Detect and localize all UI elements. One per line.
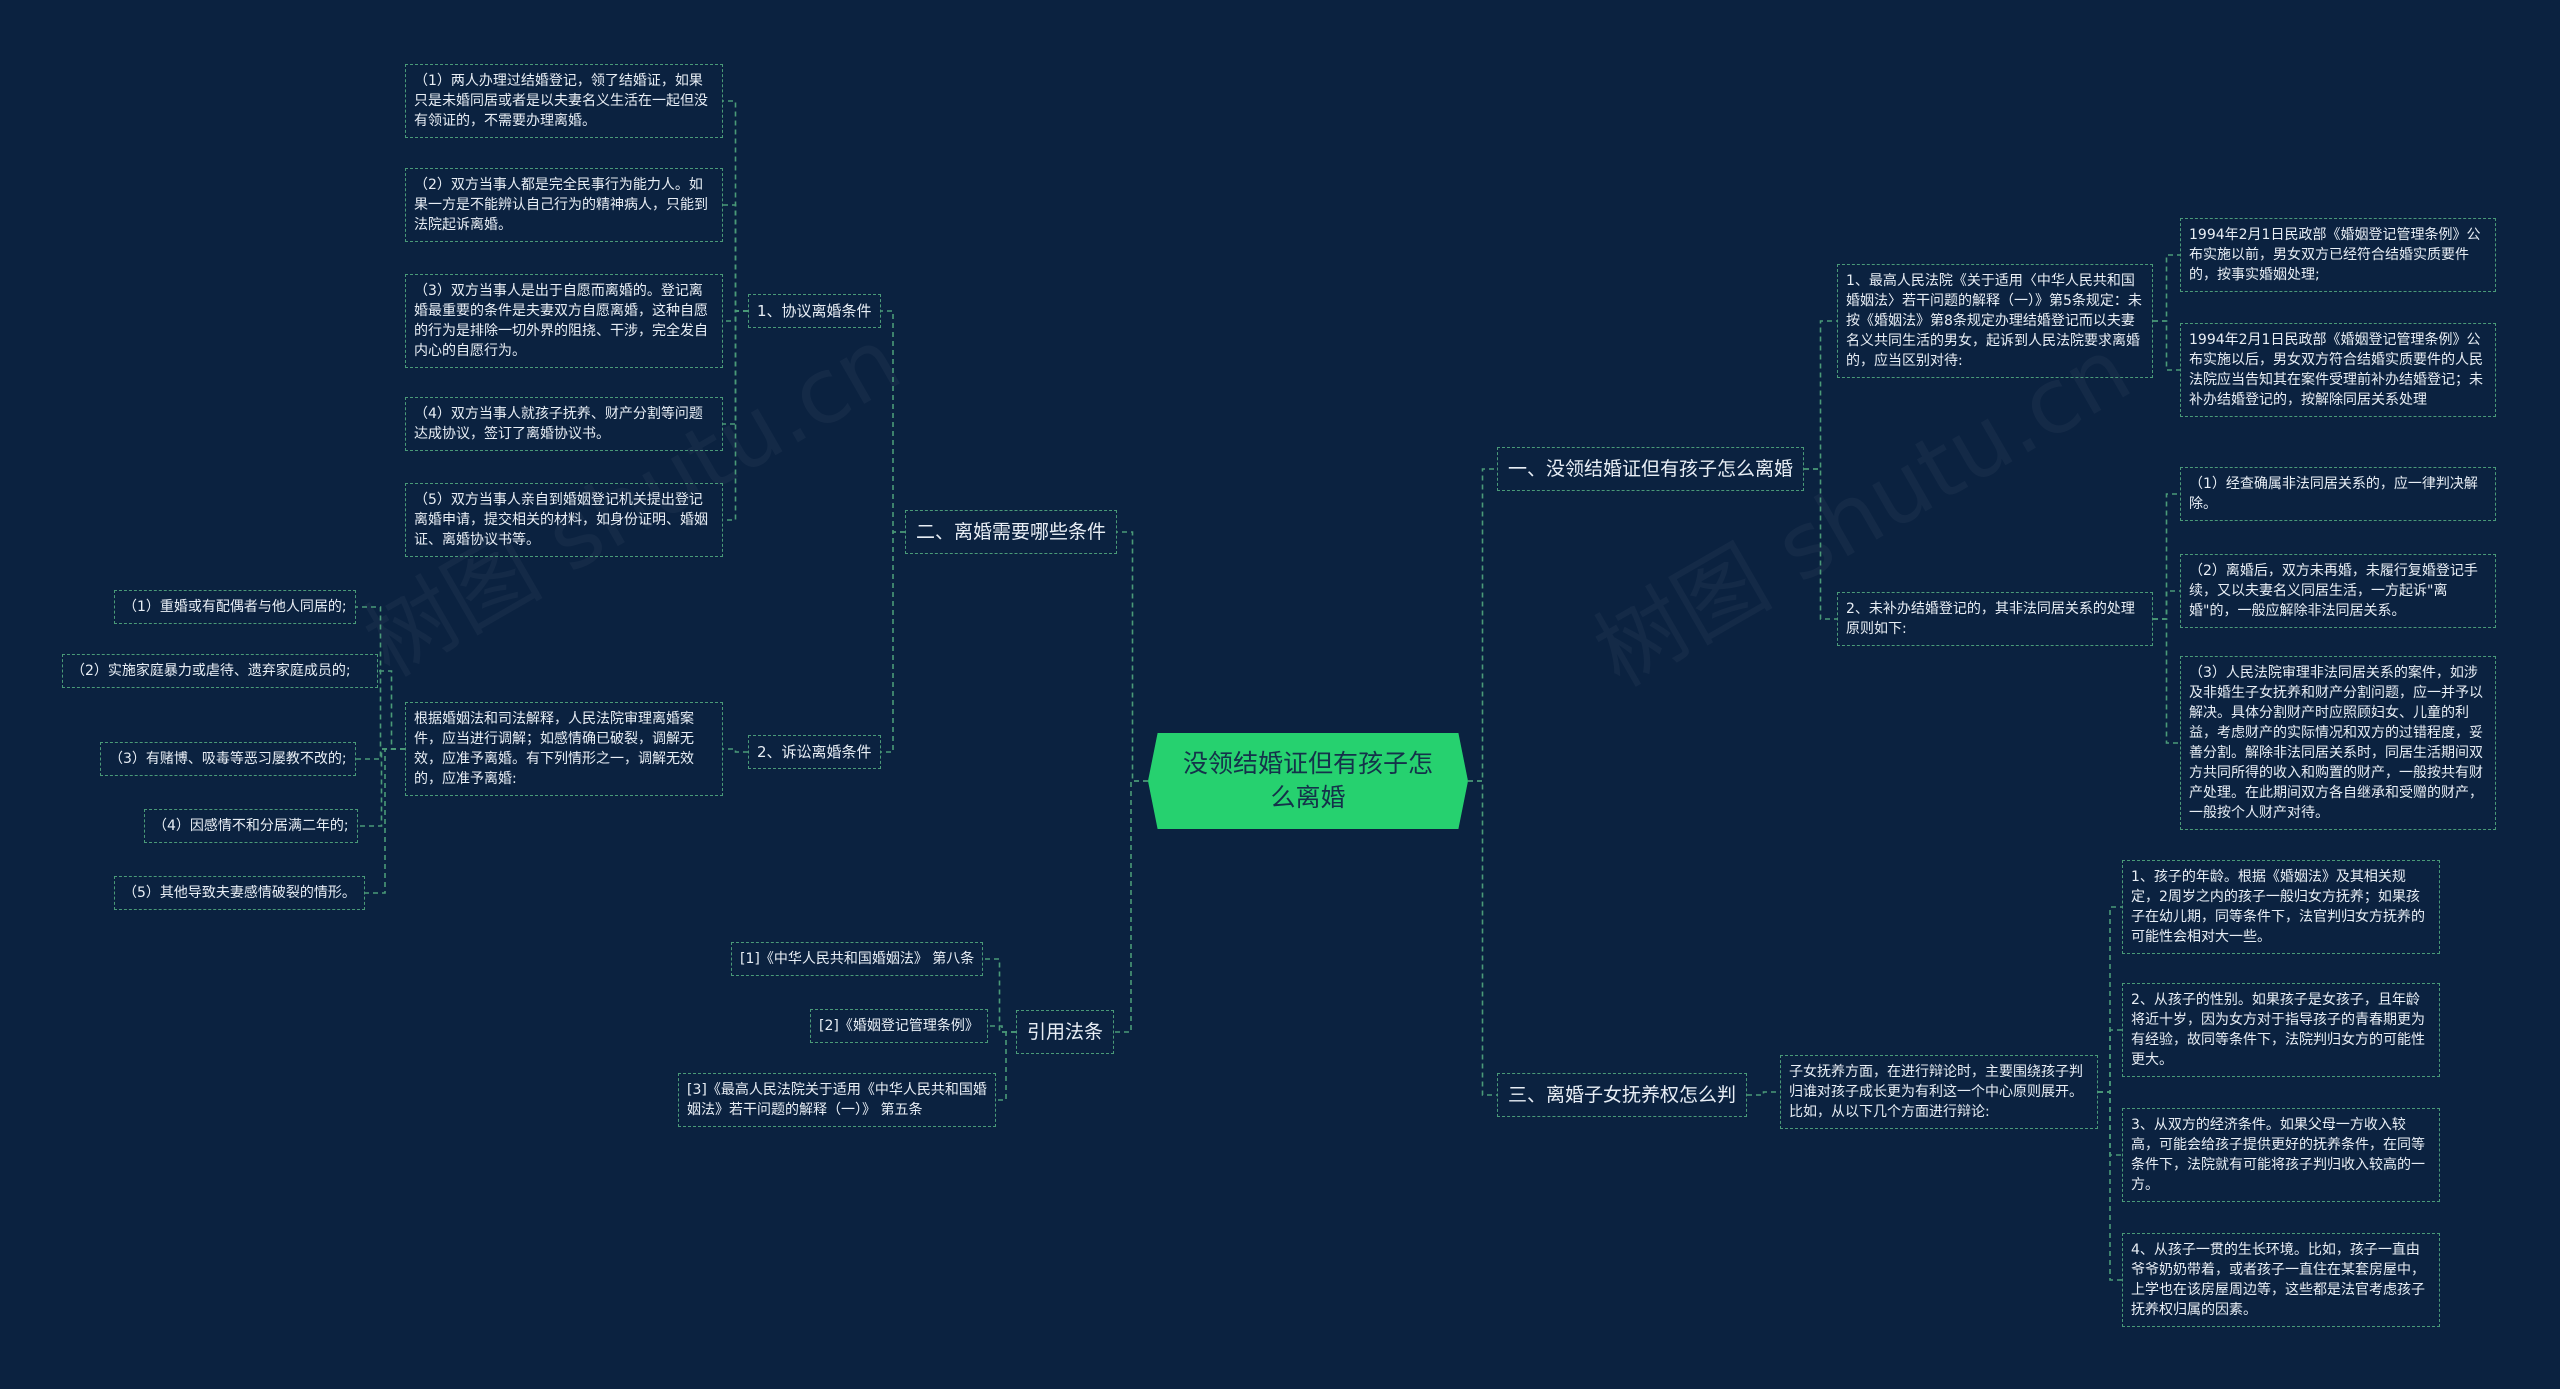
branch-how-to-divorce-without-certificate[interactable]: 一、没领结婚证但有孩子怎么离婚 xyxy=(1497,447,1805,491)
root-topic[interactable]: 没领结婚证但有孩子怎么离婚 xyxy=(1148,733,1468,829)
topic-before-1994[interactable]: 1994年2月1日民政部《婚姻登记管理条例》公布实施以前，男女双方已经符合结婚实… xyxy=(2180,218,2496,292)
branch-custody-judgment[interactable]: 三、离婚子女抚养权怎么判 xyxy=(1497,1073,1748,1117)
connector-line xyxy=(2153,618,2180,744)
connector-line xyxy=(881,310,905,533)
topic-situation-2[interactable]: （2）实施家庭暴力或虐待、遗弃家庭成员的; xyxy=(62,654,378,688)
connector-line xyxy=(1468,468,1497,782)
topic-after-1994[interactable]: 1994年2月1日民政部《婚姻登记管理条例》公布实施以后，男女双方符合结婚实质要… xyxy=(2180,323,2496,417)
branch-divorce-conditions[interactable]: 二、离婚需要哪些条件 xyxy=(905,510,1118,554)
topic-law-registration-regulation[interactable]: [2]《婚姻登记管理条例》 xyxy=(810,1009,988,1043)
topic-law-judicial-interpretation[interactable]: [3]《最高人民法院关于适用《中华人民共和国婚姻法》若干问题的解释（一）》 第五… xyxy=(678,1073,996,1127)
topic-child-age[interactable]: 1、孩子的年龄。根据《婚姻法》及其相关规定，2周岁之内的孩子一般归女方抚养；如果… xyxy=(2122,860,2440,954)
connector-line xyxy=(356,748,405,760)
connector-line xyxy=(2098,1029,2122,1093)
connector-line xyxy=(723,204,748,312)
topic-agreement-divorce-conditions[interactable]: 1、协议离婚条件 xyxy=(748,294,881,328)
topic-litigation-explanation[interactable]: 根据婚姻法和司法解释，人民法院审理离婚案件，应当进行调解；如感情确已破裂，调解无… xyxy=(405,702,723,796)
topic-situation-4[interactable]: （4）因感情不和分居满二年的; xyxy=(144,809,358,843)
connector-line xyxy=(723,748,748,753)
topic-law-marriage-law[interactable]: [1]《中华人民共和国婚姻法》 第八条 xyxy=(731,942,984,976)
connector-line xyxy=(988,1025,1016,1033)
topic-situation-3[interactable]: （3）有赌博、吸毒等恶习屡教不改的; xyxy=(100,742,356,776)
topic-condition-5[interactable]: （5）双方当事人亲自到婚姻登记机关提出登记离婚申请，提交相关的材料，如身份证明、… xyxy=(405,483,723,557)
topic-principle-3[interactable]: （3）人民法院审理非法同居关系的案件，如涉及非婚生子女抚养和财产分割问题，应一并… xyxy=(2180,656,2496,830)
topic-condition-4[interactable]: （4）双方当事人就孩子抚养、财产分割等问题达成协议，签订了离婚协议书。 xyxy=(405,397,723,451)
connector-line xyxy=(365,748,405,894)
topic-condition-3[interactable]: （3）双方当事人是出于自愿而离婚的。登记离婚最重要的条件是夫妻双方自愿离婚，这种… xyxy=(405,274,723,368)
connector-line xyxy=(2153,493,2180,620)
topic-litigation-divorce-conditions[interactable]: 2、诉讼离婚条件 xyxy=(748,735,881,769)
connector-line xyxy=(1114,780,1148,1033)
connector-line xyxy=(1468,780,1497,1096)
topic-condition-2[interactable]: （2）双方当事人都是完全民事行为能力人。如果一方是不能辨认自己行为的精神病人，只… xyxy=(405,168,723,242)
topic-condition-1[interactable]: （1）两人办理过结婚登记，领了结婚证，如果只是未婚同居或者是以夫妻名义生活在一起… xyxy=(405,64,723,138)
connector-line xyxy=(723,310,748,322)
connector-line xyxy=(996,1031,1016,1101)
connector-line xyxy=(1117,531,1148,782)
connector-line xyxy=(723,310,748,521)
connector-line xyxy=(358,748,405,827)
topic-living-environment[interactable]: 4、从孩子一贯的生长环境。比如，孩子一直由爷爷奶奶带着，或者孩子一直住在某套房屋… xyxy=(2122,1233,2440,1327)
connector-line xyxy=(1804,468,1837,620)
connector-line xyxy=(378,670,405,750)
connector-line xyxy=(1804,320,1837,470)
topic-economic-condition[interactable]: 3、从双方的经济条件。如果父母一方收入较高，可能会给孩子提供更好的抚养条件，在同… xyxy=(2122,1108,2440,1202)
connector-line xyxy=(881,531,905,753)
topic-situation-5[interactable]: （5）其他导致夫妻感情破裂的情形。 xyxy=(114,876,365,910)
topic-principle-1[interactable]: （1）经查确属非法同居关系的，应一律判决解除。 xyxy=(2180,467,2496,521)
topic-cohabitation-principles[interactable]: 2、未补办结婚登记的，其非法同居关系的处理原则如下: xyxy=(1837,592,2153,646)
topic-judicial-interpretation[interactable]: 1、最高人民法院《关于适用〈中华人民共和国婚姻法〉若干问题的解释（一）》第5条规… xyxy=(1837,264,2153,378)
topic-custody-debate[interactable]: 子女抚养方面，在进行辩论时，主要围绕孩子判归谁对孩子成长更为有利这一个中心原则展… xyxy=(1780,1055,2098,1129)
connector-line xyxy=(2098,1091,2122,1156)
connector-line xyxy=(983,958,1016,1033)
topic-principle-2[interactable]: （2）离婚后，双方未再婚，未履行复婚登记手续，又以夫妻名义同居生活，一方起诉"离… xyxy=(2180,554,2496,628)
branch-cited-laws[interactable]: 引用法条 xyxy=(1016,1010,1115,1054)
connector-line xyxy=(2153,590,2180,620)
connector-line xyxy=(2098,906,2122,1093)
connector-line xyxy=(2153,320,2180,371)
connector-line xyxy=(1747,1091,1780,1096)
topic-child-gender[interactable]: 2、从孩子的性别。如果孩子是女孩子，且年龄将近十岁，因为女方对于指导孩子的青春期… xyxy=(2122,983,2440,1077)
connector-line xyxy=(2098,1091,2122,1281)
topic-situation-1[interactable]: （1）重婚或有配偶者与他人同居的; xyxy=(114,590,356,624)
connector-line xyxy=(2153,254,2180,322)
